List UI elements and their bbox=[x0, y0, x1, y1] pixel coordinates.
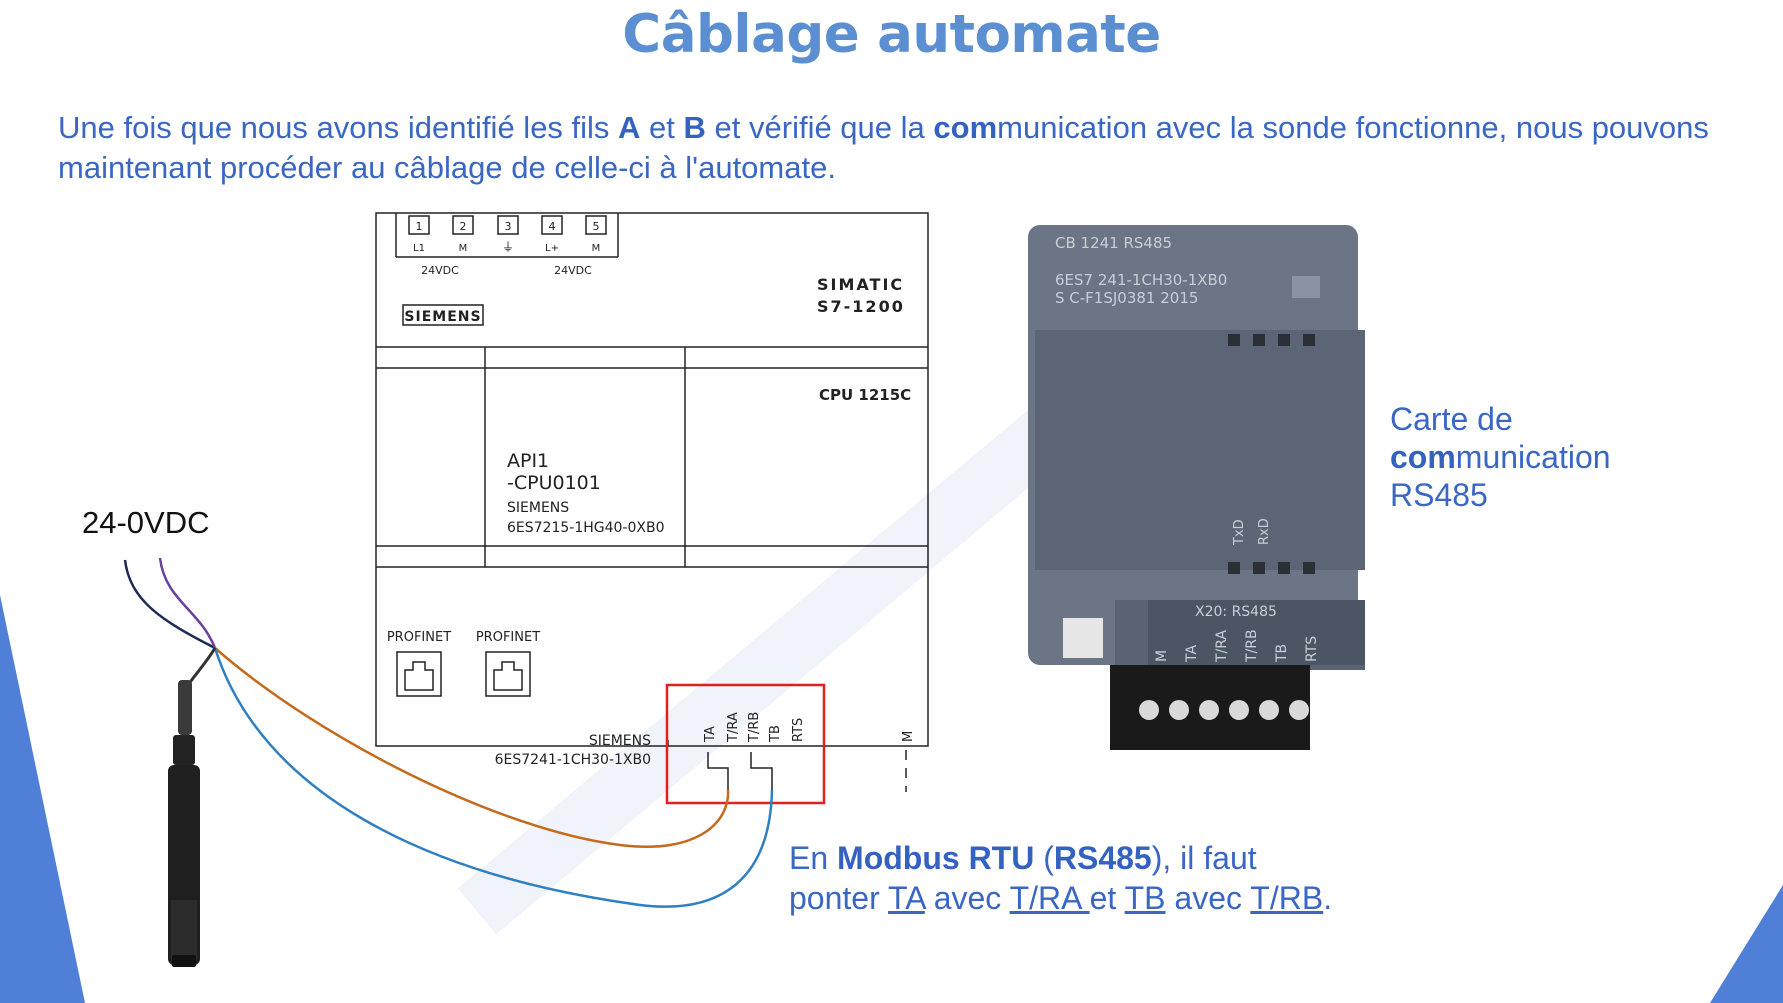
card-port: X20: RS485 bbox=[1195, 604, 1277, 620]
card-terminal-m: M bbox=[1154, 650, 1170, 662]
card-model: CB 1241 RS485 bbox=[1055, 234, 1172, 252]
communication-card-photo bbox=[1028, 225, 1365, 750]
wire-dark-blue bbox=[123, 559, 216, 650]
card-label-line3: RS485 bbox=[1390, 477, 1488, 513]
power-terminal-4: 4 bbox=[549, 220, 556, 233]
plc-drawing bbox=[375, 212, 929, 792]
cb-terminal-trb: T/RB bbox=[747, 712, 762, 743]
card-label-com: com bbox=[1390, 439, 1456, 475]
cpu-ref: 6ES7215-1HG40-0XB0 bbox=[507, 520, 664, 536]
terminal-highlight-box bbox=[665, 683, 826, 805]
note-tra: T/RA bbox=[1009, 880, 1090, 916]
power-terminal-2: 2 bbox=[460, 220, 467, 233]
cpu-label: CPU 1215C bbox=[819, 386, 911, 404]
supply-left: 24VDC bbox=[421, 264, 459, 277]
wire-blue bbox=[213, 647, 774, 908]
cb-terminal-tra: T/RA bbox=[726, 712, 741, 743]
sensor-probe bbox=[168, 647, 217, 967]
card-label-line2: communication bbox=[1390, 438, 1611, 476]
intro-text-3: et vérifié que la bbox=[705, 110, 934, 145]
modbus-note-line1: En Modbus RTU (RS485), il faut bbox=[789, 838, 1332, 878]
note-text-2: ( bbox=[1034, 840, 1054, 876]
card-serial: S C-F1SJ0381 2015 bbox=[1055, 289, 1198, 307]
card-label-line1: Carte de bbox=[1390, 401, 1513, 437]
modbus-note-line2: ponter TA avec T/RA et TB avec T/RB. bbox=[789, 878, 1332, 918]
profinet-2: PROFINET bbox=[476, 630, 540, 645]
cb-terminal-ta: TA bbox=[703, 726, 718, 743]
siemens-logo-text: SIEMENS bbox=[404, 309, 481, 325]
note-text-4: ponter bbox=[789, 880, 889, 916]
card-label-rest: munication bbox=[1455, 439, 1611, 475]
card-terminal-tb: TB bbox=[1274, 644, 1290, 663]
intro-text-2: et bbox=[640, 110, 684, 145]
intro-paragraph: Une fois que nous avons identifié les fi… bbox=[58, 108, 1738, 188]
intro-com: com bbox=[933, 110, 998, 145]
wire-purple bbox=[158, 557, 217, 649]
supply-right: 24VDC bbox=[554, 264, 592, 277]
sensor-voltage-label: 24-0VDC bbox=[82, 505, 210, 540]
slide-title: Câblage automate bbox=[622, 4, 1161, 65]
power-label-3: ⏚ bbox=[502, 240, 514, 254]
note-ta: TA bbox=[888, 880, 925, 916]
cb-maker: SIEMENS bbox=[589, 733, 651, 749]
note-trb: T/RB bbox=[1250, 880, 1324, 916]
card-rxd: RxD bbox=[1257, 518, 1272, 545]
cb-terminal-rts: RTS bbox=[791, 718, 806, 742]
simatic-label: SIMATIC bbox=[817, 275, 904, 294]
intro-wire-a: A bbox=[618, 110, 641, 145]
card-terminal-ta: TA bbox=[1184, 645, 1200, 663]
s7-label: S7-1200 bbox=[817, 297, 905, 316]
intro-text-4: munication avec la sonde fonctionne, nou… bbox=[58, 110, 1709, 185]
note-text-6: et bbox=[1089, 880, 1125, 916]
cb-ref: 6ES7241-1CH30-1XB0 bbox=[495, 752, 651, 768]
power-label-2: M bbox=[459, 243, 468, 254]
m-terminal: M bbox=[901, 731, 916, 742]
profinet-1: PROFINET bbox=[387, 630, 451, 645]
power-label-4: L+ bbox=[545, 243, 559, 254]
intro-text-1: Une fois que nous avons identifié les fi… bbox=[58, 110, 619, 145]
card-ref: 6ES7 241-1CH30-1XB0 bbox=[1055, 271, 1227, 289]
power-terminal-3: 3 bbox=[505, 220, 512, 233]
wire-orange bbox=[214, 647, 730, 848]
note-text-8: . bbox=[1323, 880, 1333, 916]
modbus-note: En Modbus RTU (RS485), il faut ponter TA… bbox=[789, 838, 1332, 918]
note-modbus: Modbus RTU bbox=[837, 840, 1035, 876]
note-tb: TB bbox=[1124, 880, 1166, 916]
right-accent-triangle bbox=[1710, 885, 1783, 1003]
note-text-7: avec bbox=[1165, 880, 1251, 916]
power-terminal-1: 1 bbox=[416, 220, 423, 233]
card-terminal-rts: RTS bbox=[1304, 636, 1320, 662]
power-label-5: M bbox=[592, 243, 601, 254]
left-accent-triangle bbox=[0, 595, 85, 1003]
cpu-maker: SIEMENS bbox=[507, 500, 569, 516]
note-text-3: ), il faut bbox=[1151, 840, 1257, 876]
tag-cpu0101: -CPU0101 bbox=[507, 472, 601, 494]
intro-wire-b: B bbox=[683, 110, 706, 145]
card-terminal-tra: T/RA bbox=[1214, 630, 1230, 663]
note-rs485: RS485 bbox=[1053, 840, 1152, 876]
tag-api1: API1 bbox=[507, 450, 549, 472]
card-terminal-trb: T/RB bbox=[1244, 629, 1260, 663]
card-label: Carte de communication RS485 bbox=[1390, 400, 1611, 514]
note-text-1: En bbox=[789, 840, 838, 876]
power-label-1: L1 bbox=[413, 243, 425, 254]
card-txd: TxD bbox=[1232, 519, 1247, 546]
power-terminal-5: 5 bbox=[593, 220, 600, 233]
note-text-5: avec bbox=[924, 880, 1010, 916]
cb-terminal-tb: TB bbox=[768, 725, 783, 743]
